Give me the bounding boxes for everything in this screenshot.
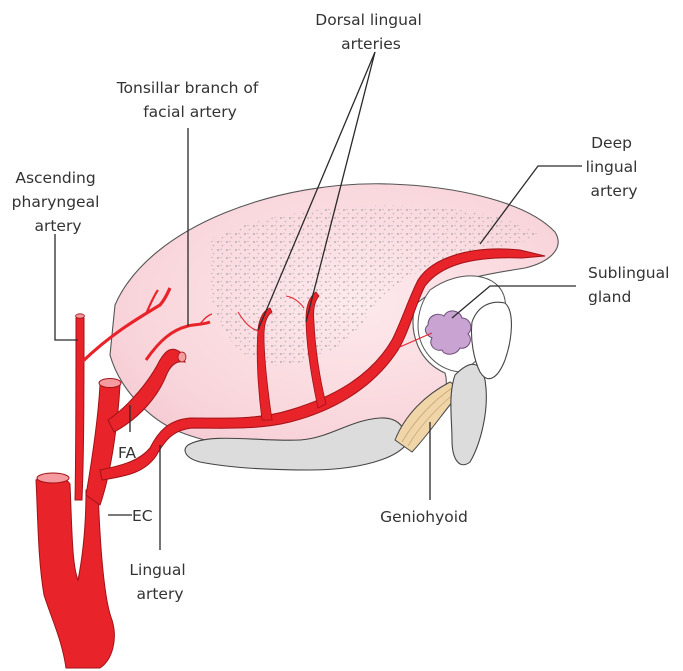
- label-ascending-pharyngeal-artery: Ascending pharyngeal artery: [12, 169, 105, 235]
- external-carotid-cut-end: [99, 379, 121, 388]
- facial-artery-cut-end: [178, 352, 186, 362]
- carotid-cut-end: [37, 473, 69, 483]
- label-lingual-artery: Lingual artery: [129, 561, 190, 603]
- label-dorsal-lingual-arteries: Dorsal lingual arteries: [315, 11, 426, 53]
- incisor-tooth: [471, 302, 511, 379]
- label-deep-lingual-artery: Deep lingual artery: [586, 134, 643, 200]
- label-fa: FA: [118, 444, 136, 462]
- mandible: [451, 364, 486, 464]
- label-sublingual-gland: Sublingual gland: [588, 264, 674, 306]
- label-tonsillar-branch: Tonsillar branch of facial artery: [116, 79, 264, 121]
- external-carotid-artery: [86, 385, 120, 505]
- ascending-pharyngeal-artery: [75, 318, 84, 500]
- ascending-pharyngeal-cut-end: [76, 314, 85, 318]
- label-ec: EC: [132, 507, 153, 525]
- common-carotid-artery: [36, 476, 114, 668]
- label-geniohyoid: Geniohyoid: [380, 508, 468, 526]
